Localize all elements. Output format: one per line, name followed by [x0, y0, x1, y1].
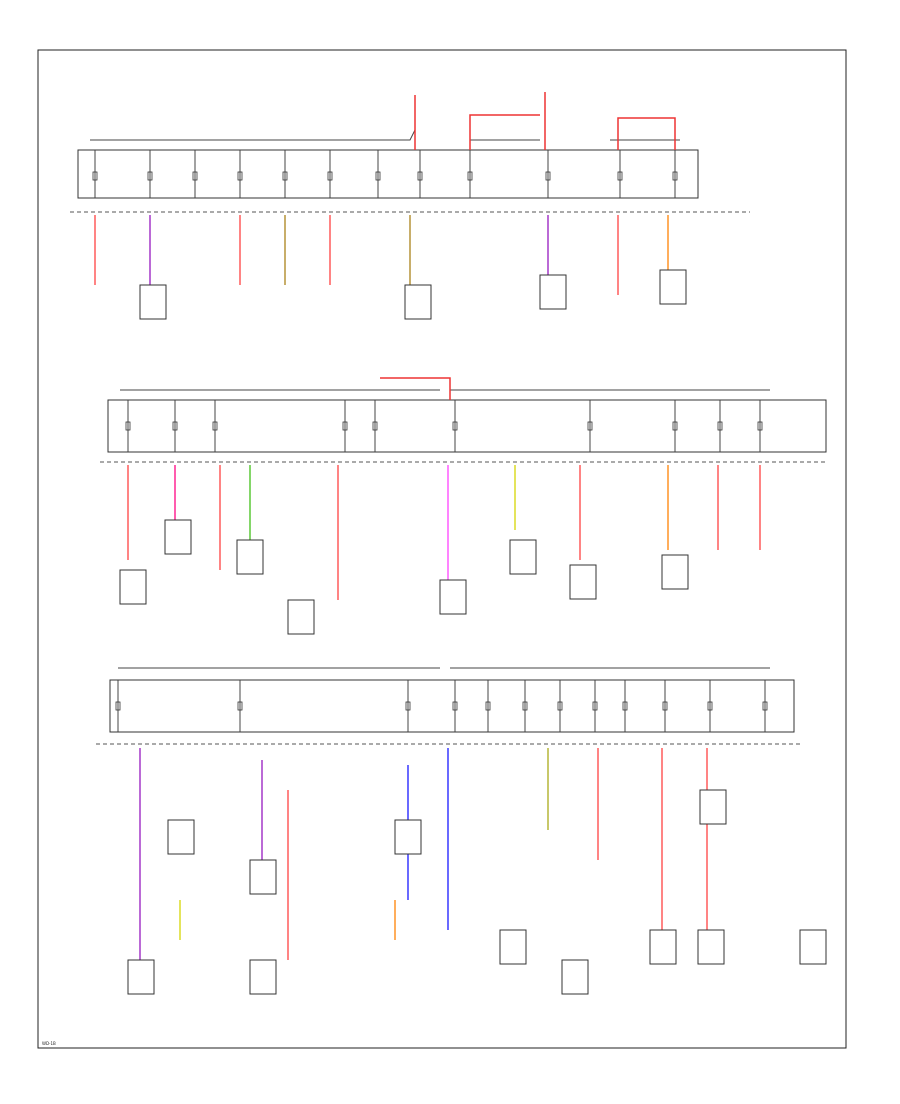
fuse-symbol [172, 421, 178, 431]
load-connector [249, 859, 277, 895]
fuse-symbol [592, 701, 598, 711]
load-connector [661, 554, 689, 590]
load-connector [394, 819, 422, 855]
load-connector [509, 539, 537, 575]
fuse-symbol [282, 171, 288, 181]
load-connector [659, 269, 687, 305]
circuit-wires [94, 215, 761, 960]
fuse-symbol [115, 701, 121, 711]
bus-bars [90, 129, 770, 669]
fuse-symbol [375, 171, 381, 181]
fuse-panel-middle [107, 399, 827, 453]
power-feed-wires [380, 92, 676, 400]
fuse-symbol [327, 171, 333, 181]
fuse-symbol [372, 421, 378, 431]
fuse-symbol [192, 171, 198, 181]
fuse-symbol [707, 701, 713, 711]
load-connector [404, 284, 432, 320]
fuse-panel-top [77, 149, 699, 199]
fuse-symbol [757, 421, 763, 431]
load-connector [697, 929, 725, 965]
fuse-symbol [417, 171, 423, 181]
fuse-symbol [557, 701, 563, 711]
load-connector [699, 789, 727, 825]
fuse-symbol [452, 701, 458, 711]
fuse-symbol [405, 701, 411, 711]
load-connector [799, 929, 827, 965]
fuse-symbol [522, 701, 528, 711]
load-connector [139, 284, 167, 320]
fuse-symbol [717, 421, 723, 431]
fuse-symbol [545, 171, 551, 181]
fuse-symbol [617, 171, 623, 181]
diagram-frame [37, 49, 847, 1049]
load-connectors [119, 269, 827, 995]
load-connector [164, 519, 192, 555]
load-connector [569, 564, 597, 600]
fuse-symbol [587, 421, 593, 431]
fuse-panel-bottom [109, 679, 795, 733]
load-connector [249, 959, 277, 995]
load-connector [167, 819, 195, 855]
fuse-symbol [762, 701, 768, 711]
fuse-symbol [672, 171, 678, 181]
load-connector [119, 569, 147, 605]
fuse-symbol [92, 171, 98, 181]
fuse-symbol [467, 171, 473, 181]
load-connector [236, 539, 264, 575]
fuse-symbol [672, 421, 678, 431]
fuse-symbol [485, 701, 491, 711]
load-connector [127, 959, 155, 995]
fuse-symbol [452, 421, 458, 431]
load-connector [649, 929, 677, 965]
fuse-symbol [237, 701, 243, 711]
fuses [92, 150, 768, 732]
fuse-symbol [662, 701, 668, 711]
load-connector [561, 959, 589, 995]
load-connector [439, 579, 467, 615]
fuse-symbol [147, 171, 153, 181]
fuse-symbol [125, 421, 131, 431]
fuse-symbol [212, 421, 218, 431]
fuse-symbol [342, 421, 348, 431]
load-connector [287, 599, 315, 635]
footer-code: WD-1B [42, 1041, 56, 1046]
fuse-symbol [237, 171, 243, 181]
load-connector [499, 929, 527, 965]
load-connector [539, 274, 567, 310]
fuse-symbol [622, 701, 628, 711]
